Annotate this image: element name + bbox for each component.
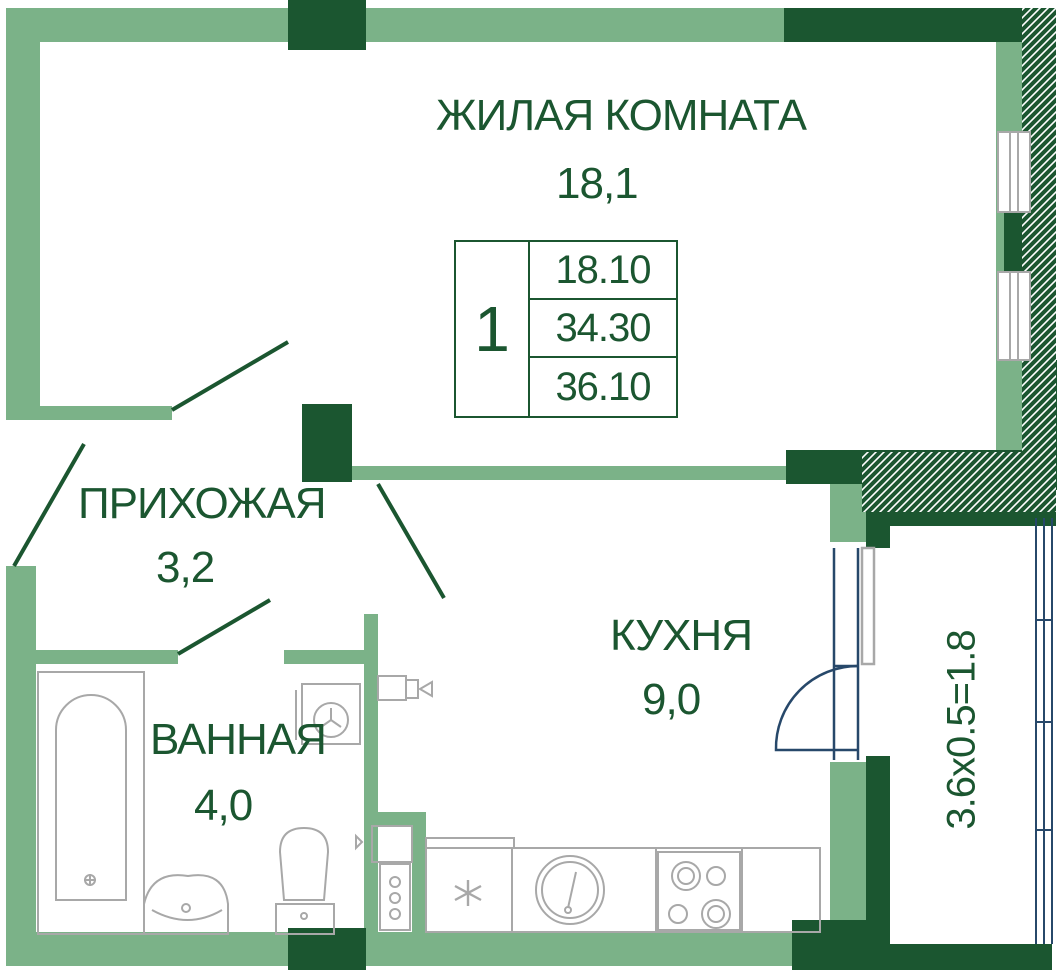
room-name-living: ЖИЛАЯ КОМНАТА	[436, 91, 807, 140]
dishwasher-icon	[535, 855, 605, 925]
living-area-value: 18.10	[530, 242, 676, 300]
room-name-bath: ВАННАЯ	[150, 715, 327, 764]
room-area-living: 18,1	[556, 159, 639, 208]
door-swings	[12, 340, 446, 656]
washing-machine-icon	[295, 683, 361, 745]
window-living	[997, 131, 1031, 361]
toilet-icon	[275, 826, 335, 935]
room-area-hall: 3,2	[156, 543, 215, 592]
bathtub-icon	[37, 671, 145, 935]
room-area-bath: 4,0	[194, 781, 253, 830]
room-name-hall: ПРИХОЖАЯ	[78, 479, 326, 528]
room-area-kitchen: 9,0	[642, 675, 701, 724]
balcony-label: 3.6x0.5=1.8	[939, 630, 984, 830]
room-name-kitchen: КУХНЯ	[610, 611, 753, 660]
kitchen-counter	[425, 837, 821, 933]
balcony-window	[1035, 518, 1053, 944]
cooktop-icon	[657, 851, 741, 931]
boiler-icon	[355, 825, 413, 931]
water-heater-icon	[377, 675, 433, 701]
room-count: 1	[456, 242, 530, 416]
total-area-balcony-value: 36.10	[555, 364, 651, 409]
total-area-value: 34.30	[530, 300, 676, 358]
fridge-icon	[454, 880, 482, 906]
sink-icon	[143, 874, 229, 935]
area-table: 1 18.10 34.30 36.10	[454, 240, 678, 418]
balcony-door	[774, 546, 876, 760]
